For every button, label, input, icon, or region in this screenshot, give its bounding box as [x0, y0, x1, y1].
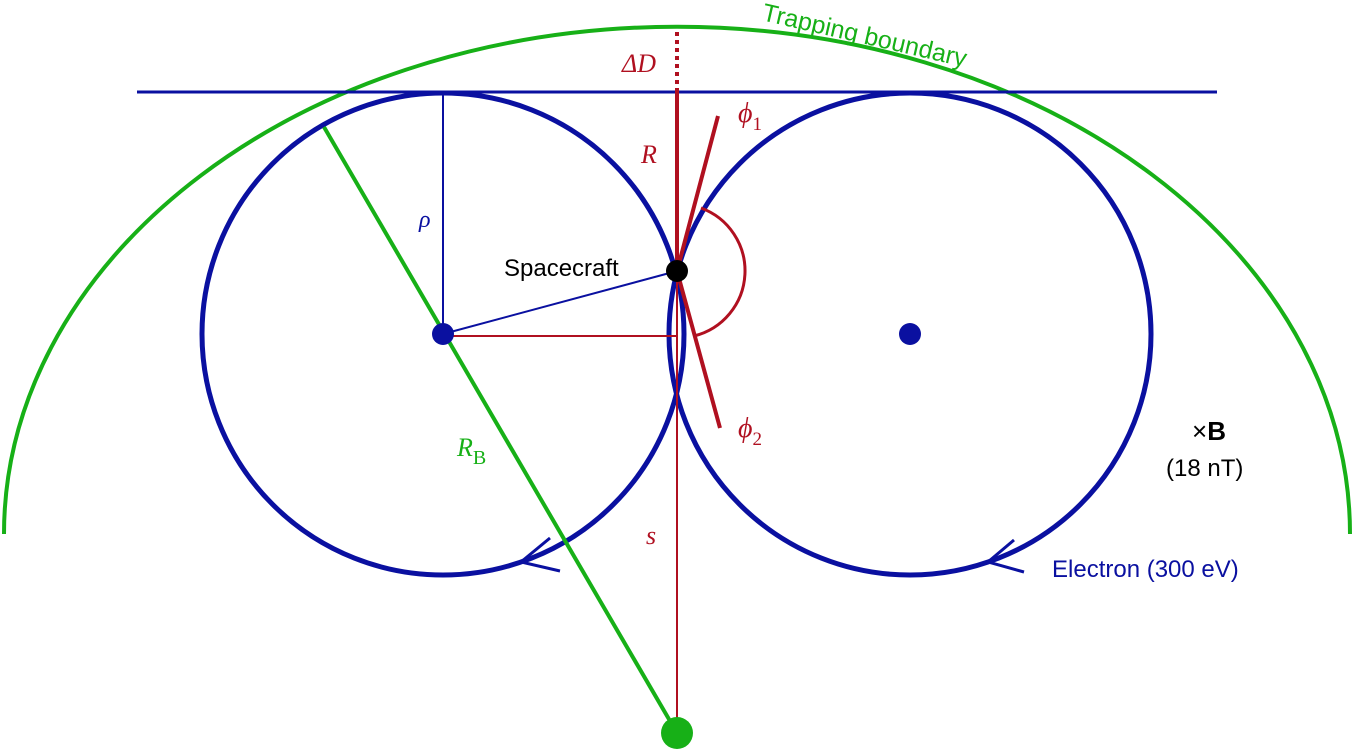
b-field-symbol: B: [1207, 416, 1226, 446]
right-center-dot: [899, 323, 921, 345]
left-circle-arrowhead: [517, 536, 561, 573]
rb-label: RB: [456, 433, 486, 469]
right-circle-arrowhead: [984, 538, 1025, 574]
left-center-dot: [432, 323, 454, 345]
r-label: R: [640, 140, 657, 169]
b-field-prefix: ×: [1192, 416, 1207, 446]
phi-angle-arc: [693, 206, 747, 338]
planet-center-dot: [661, 717, 693, 749]
rho-label: ρ: [418, 207, 431, 233]
phi2-symbol: ϕ: [738, 413, 753, 444]
spacecraft-dot: [666, 260, 688, 282]
rb-subscript: B: [473, 447, 486, 469]
phi1-symbol: ϕ: [738, 98, 753, 129]
phi1-subscript: 1: [753, 114, 763, 135]
phi2-subscript: 2: [753, 429, 763, 450]
trapping-boundary-label: Trapping boundary: [760, 0, 970, 73]
electron-label: Electron (300 eV): [1052, 556, 1239, 583]
center-to-spacecraft-line: [442, 270, 678, 335]
spacecraft-label: Spacecraft: [504, 255, 619, 282]
right-gyro-circle: [666, 90, 1154, 578]
delta-d-label: ΔD: [621, 49, 656, 78]
b-field-value: (18 nT): [1166, 455, 1243, 482]
phi1-line: [675, 115, 720, 272]
trapping-boundary-arc: [2, 24, 1352, 535]
phi2-label: ϕ2: [738, 413, 762, 450]
phi1-label: ϕ1: [738, 98, 762, 135]
rb-line: [322, 125, 679, 735]
rb-symbol: R: [456, 433, 473, 462]
b-field-label: ×B: [1192, 416, 1226, 446]
s-label: s: [646, 521, 656, 550]
phi2-line: [675, 270, 722, 429]
